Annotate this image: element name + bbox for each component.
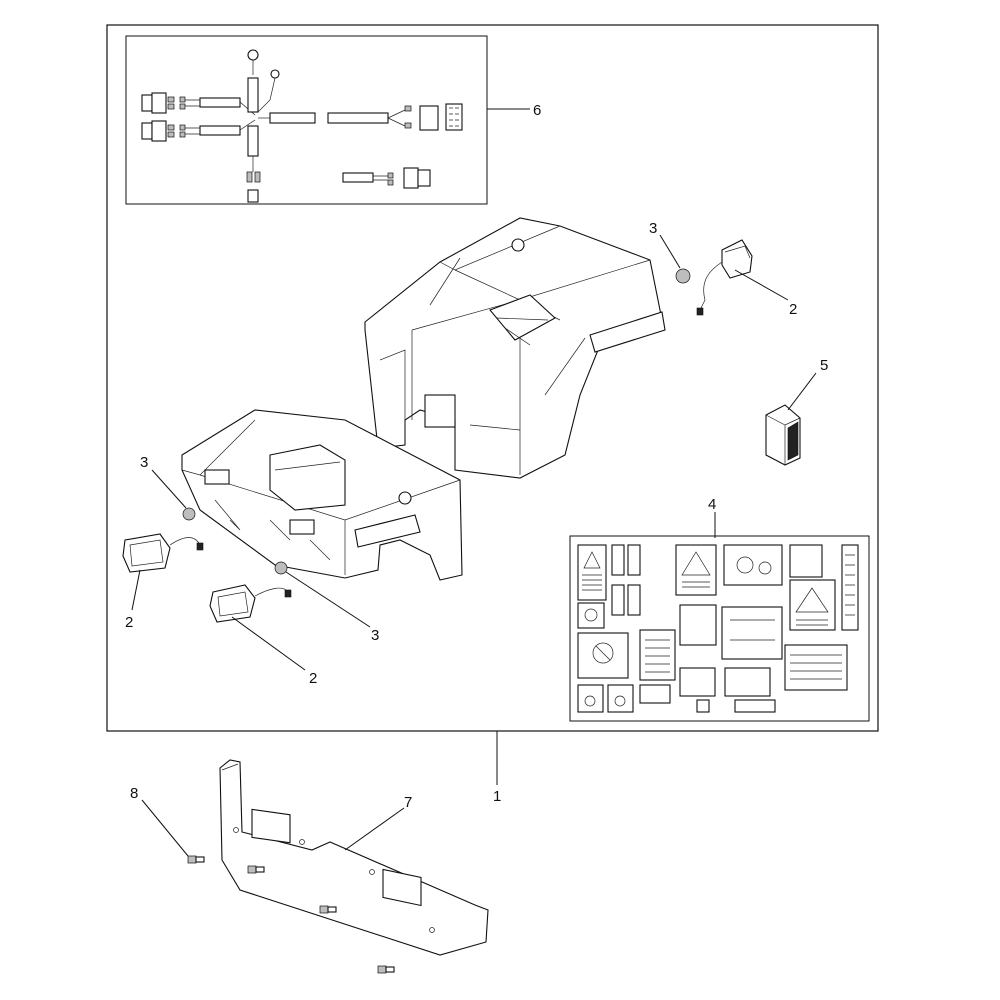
callout-8: 8 [130, 785, 138, 802]
decal-sheet [569, 535, 870, 722]
rear-chassis [364, 217, 666, 479]
callout-1: 1 [493, 788, 501, 805]
rocker-switch [765, 404, 801, 466]
bolt-2 [247, 865, 265, 874]
callout-4: 4 [708, 496, 716, 513]
work-light-upper [696, 239, 753, 316]
harness-trunk [246, 49, 463, 203]
front-chassis [181, 409, 463, 581]
work-light-left [122, 533, 204, 573]
work-light-lower [209, 584, 292, 623]
bolt-1 [187, 855, 205, 864]
bolt-3 [319, 905, 337, 914]
harness-plug-upper-left [141, 92, 256, 116]
harness-plug-lower-left [141, 119, 256, 142]
callout-6: 6 [533, 102, 541, 119]
callout-7: 7 [404, 794, 412, 811]
bolt-4 [377, 965, 395, 974]
decal-set [577, 544, 859, 713]
assembly-frame [106, 24, 879, 732]
leader-lines [131, 234, 817, 857]
callout-2-left: 2 [125, 614, 133, 631]
callout-5: 5 [820, 357, 828, 374]
wiring-harness-inset [125, 35, 488, 205]
harness-jumper [342, 167, 431, 189]
grommet-left [182, 507, 196, 521]
callout-3-lower: 3 [371, 627, 379, 644]
callout-3-upper: 3 [649, 220, 657, 237]
front-guard-panel [219, 759, 489, 956]
grommet-upper [675, 268, 691, 284]
callout-2-lower: 2 [309, 670, 317, 687]
grommet-lower [274, 561, 288, 575]
callout-2-upper: 2 [789, 301, 797, 318]
callout-3-left: 3 [140, 454, 148, 471]
